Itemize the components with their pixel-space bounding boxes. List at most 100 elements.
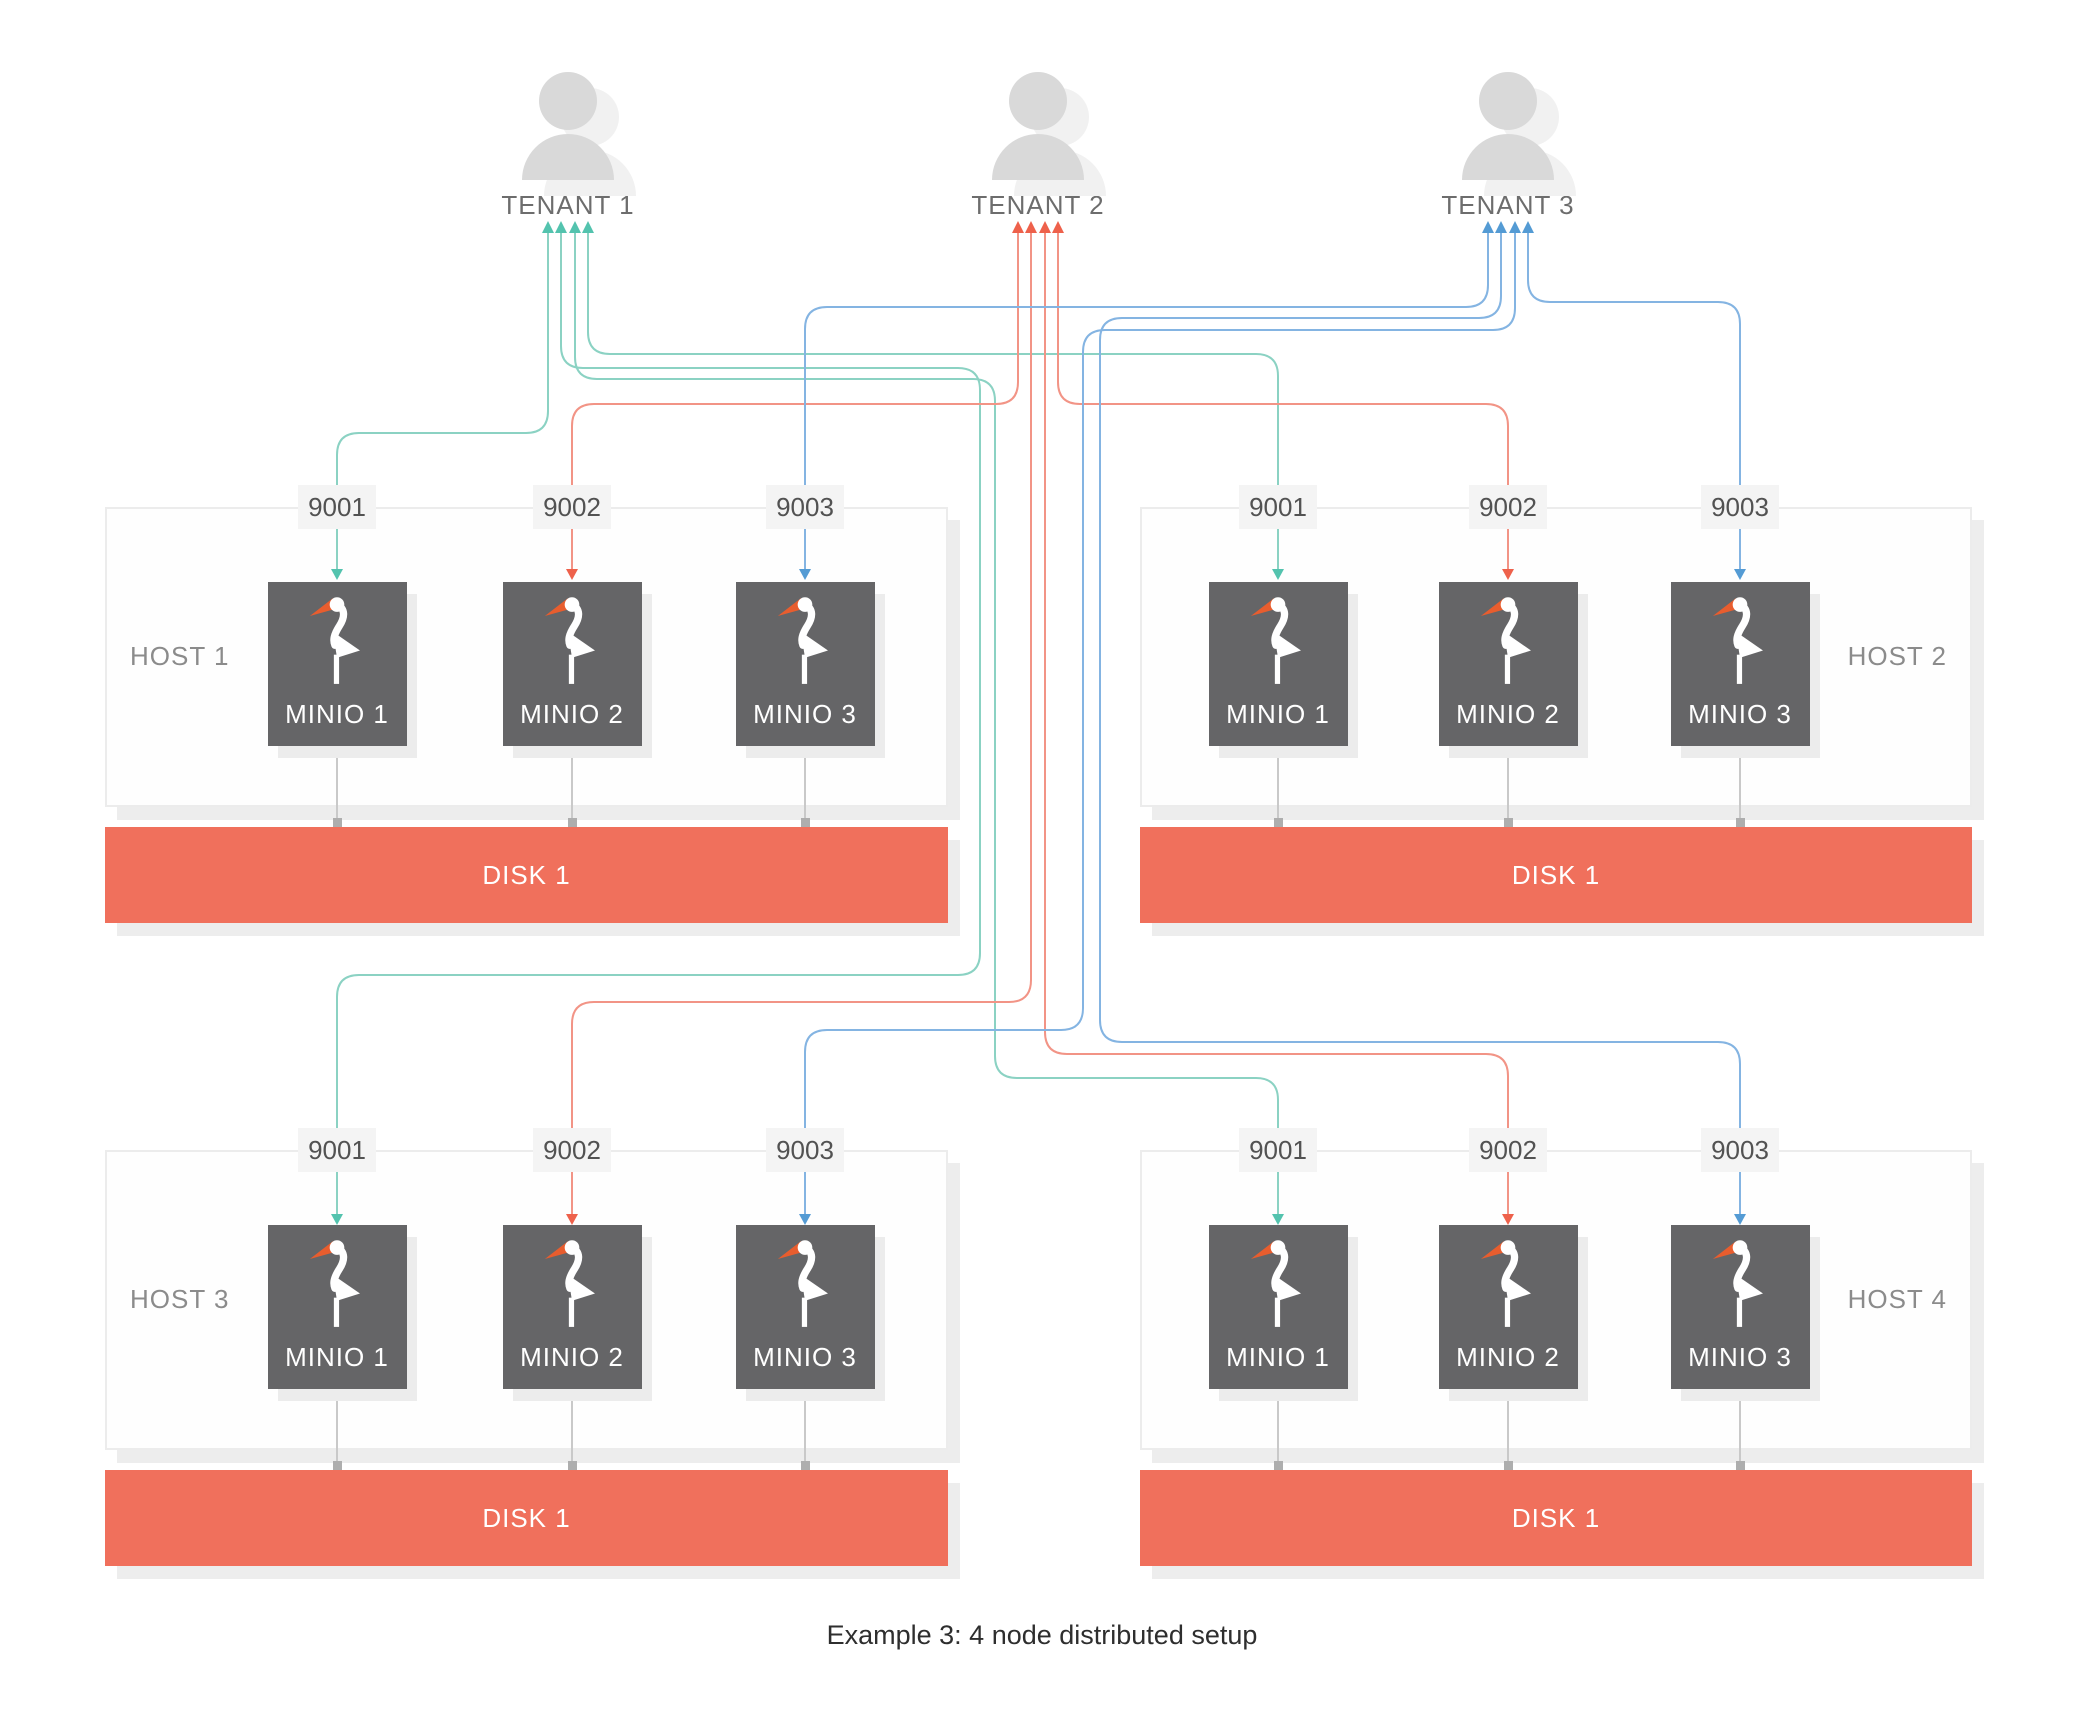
wire-arrow-down-icon xyxy=(1734,569,1746,580)
host-label: HOST 4 xyxy=(1847,1284,1947,1314)
host-label: HOST 2 xyxy=(1847,641,1947,671)
wire-arrow-up-icon xyxy=(582,221,594,233)
minio-node-label: MINIO 3 xyxy=(753,1342,857,1372)
connector-square-icon xyxy=(333,818,342,827)
port-badge: 9002 xyxy=(1469,485,1547,529)
disk-bar: DISK 1 xyxy=(105,1470,948,1566)
minio-node: MINIO 1 xyxy=(1208,1225,1348,1389)
minio-node-label: MINIO 2 xyxy=(520,1342,624,1372)
minio-node: MINIO 3 xyxy=(735,582,875,746)
connector-square-icon xyxy=(1274,747,1283,756)
wire-path xyxy=(336,232,981,1214)
wire-path xyxy=(1044,232,1509,1214)
caption: Example 3: 4 node distributed setup xyxy=(826,1620,1258,1650)
connector-square-icon xyxy=(1274,1390,1283,1399)
connector-square-icon xyxy=(568,1461,577,1470)
wire-arrow-up-icon xyxy=(1495,221,1507,233)
connector-square-icon xyxy=(1274,1461,1283,1470)
disk-bar: DISK 1 xyxy=(1140,827,1972,923)
wire-arrow-up-icon xyxy=(1039,221,1051,233)
wire-arrow-up-icon xyxy=(542,221,554,233)
connector-square-icon xyxy=(568,747,577,756)
wire-arrow-down-icon xyxy=(566,1214,578,1225)
minio-logo-icon xyxy=(1480,1240,1531,1327)
minio-node-label: MINIO 2 xyxy=(520,699,624,729)
port-badge: 9003 xyxy=(1701,1128,1779,1172)
connector-square-icon xyxy=(801,1461,810,1470)
port-badge: 9003 xyxy=(766,1128,844,1172)
minio-node-label: MINIO 3 xyxy=(1688,1342,1792,1372)
tenant-icon xyxy=(918,60,1158,196)
host-label: HOST 3 xyxy=(130,1284,230,1314)
wire-arrow-down-icon xyxy=(1734,1214,1746,1225)
tenant: TENANT 1 xyxy=(448,60,688,221)
tenant: TENANT 2 xyxy=(918,60,1158,221)
minio-logo-icon xyxy=(309,597,360,684)
minio-node-label: MINIO 1 xyxy=(1226,1342,1330,1372)
port-badge: 9001 xyxy=(298,1128,376,1172)
connector-square-icon xyxy=(1504,1390,1513,1399)
tenant-icon xyxy=(1388,60,1628,196)
tenant-head-icon xyxy=(1479,72,1537,130)
port-badge: 9002 xyxy=(1469,1128,1547,1172)
node-disk-connector xyxy=(571,746,573,820)
wire-arrow-down-icon xyxy=(1272,569,1284,580)
port-badge: 9003 xyxy=(1701,485,1779,529)
disk-label: DISK 1 xyxy=(482,859,571,890)
port-badge: 9001 xyxy=(1239,485,1317,529)
wire-arrow-down-icon xyxy=(1502,1214,1514,1225)
minio-logo-icon xyxy=(1250,597,1301,684)
wire-arrow-down-icon xyxy=(331,1214,343,1225)
minio-logo-icon xyxy=(1712,597,1763,684)
connector-square-icon xyxy=(1736,1390,1745,1399)
wire-arrow-down-icon xyxy=(1272,1214,1284,1225)
wire-arrow-down-icon xyxy=(799,1214,811,1225)
disk-label: DISK 1 xyxy=(1511,859,1601,890)
minio-node: MINIO 1 xyxy=(267,582,407,746)
minio-logo-icon xyxy=(1480,597,1531,684)
tenant-icon xyxy=(448,60,688,196)
minio-logo-icon xyxy=(544,1240,595,1327)
connector-square-icon xyxy=(1736,747,1745,756)
minio-node-label: MINIO 3 xyxy=(1688,699,1792,729)
wire-path xyxy=(574,232,1279,1214)
minio-logo-icon xyxy=(1250,1240,1301,1327)
minio-node: MINIO 2 xyxy=(502,1225,642,1389)
wire-arrow-up-icon xyxy=(555,221,567,233)
wire-arrow-down-icon xyxy=(799,569,811,580)
minio-logo-icon xyxy=(1712,1240,1763,1327)
wire-arrow-up-icon xyxy=(1509,221,1521,233)
wire-path xyxy=(804,232,1489,569)
node-disk-connector xyxy=(1507,1389,1509,1463)
minio-node: MINIO 3 xyxy=(1670,582,1810,746)
connector-square-icon xyxy=(333,1461,342,1470)
connector-square-icon xyxy=(801,1390,810,1399)
minio-node-label: MINIO 2 xyxy=(1456,1342,1560,1372)
connector-square-icon xyxy=(568,1390,577,1399)
minio-node: MINIO 1 xyxy=(267,1225,407,1389)
minio-node: MINIO 2 xyxy=(1438,1225,1578,1389)
node-disk-connector xyxy=(1739,1389,1741,1463)
minio-node-label: MINIO 1 xyxy=(1226,699,1330,729)
wire-path xyxy=(336,232,549,569)
connector-square-icon xyxy=(801,747,810,756)
node-disk-connector xyxy=(1277,746,1279,820)
node-disk-connector xyxy=(1507,746,1509,820)
connector-square-icon xyxy=(1274,818,1283,827)
minio-logo-icon xyxy=(544,597,595,684)
connector-square-icon xyxy=(801,818,810,827)
port-badge: 9001 xyxy=(298,485,376,529)
wire-arrow-down-icon xyxy=(1502,569,1514,580)
minio-logo-icon xyxy=(777,1240,828,1327)
minio-node: MINIO 3 xyxy=(1670,1225,1810,1389)
wire-path xyxy=(571,232,1019,569)
tenant-head-icon xyxy=(1009,72,1067,130)
connector-square-icon xyxy=(333,747,342,756)
connector-square-icon xyxy=(1504,818,1513,827)
tenant: TENANT 3 xyxy=(1388,60,1628,221)
connector-square-icon xyxy=(1736,818,1745,827)
node-disk-connector xyxy=(1277,1389,1279,1463)
port-badge: 9001 xyxy=(1239,1128,1317,1172)
disk-label: DISK 1 xyxy=(1511,1502,1601,1533)
